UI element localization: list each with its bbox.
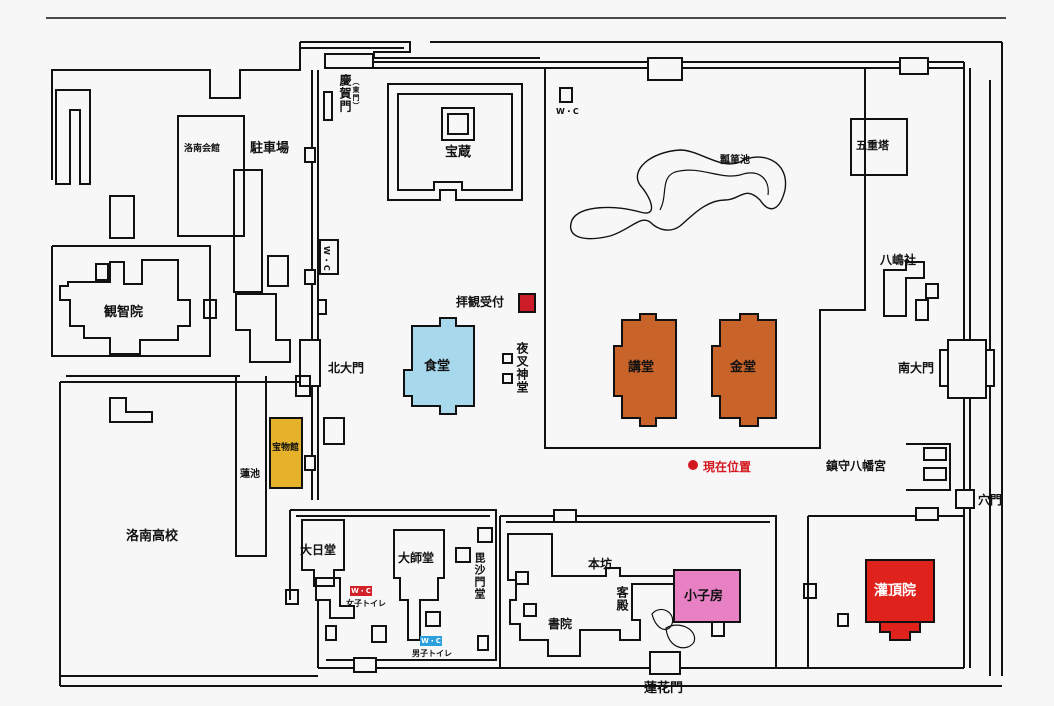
keigamon-label: 慶賀門: [338, 74, 352, 113]
ne-gate-box: [899, 57, 929, 75]
hasuike-label: 蓮池: [240, 469, 260, 480]
rakunan-kaikan-label: 洛南会館: [184, 144, 221, 154]
homotsukan-label: 宝物館: [272, 443, 300, 453]
reception-building: [518, 293, 536, 313]
women-toilet-label: 女子トイレ: [346, 599, 386, 608]
wc-top-label: W・C: [556, 107, 579, 116]
kyakuden-label: 客殿: [615, 586, 629, 612]
keigamon-sub-label: （東門）: [352, 78, 360, 110]
hyotanike-label: 瓢箪池: [720, 155, 750, 166]
honbo-complex: [507, 533, 677, 657]
north-gate-box: [647, 57, 683, 81]
kondo-building: [711, 313, 777, 427]
wc-left-label: W・C: [322, 246, 331, 272]
dainichido-building: [301, 519, 345, 587]
gojunoto-label: 五重塔: [856, 139, 889, 152]
nandaimon-gate: [947, 339, 987, 399]
bishamondo-building: [477, 527, 493, 543]
hyotanike-pond: [569, 149, 787, 240]
nandaimon-label: 南大門: [898, 361, 935, 375]
jikido-building: [403, 317, 475, 415]
wc-men-tag: W・C: [420, 636, 442, 646]
rakunan-kaikan-buildings: [55, 89, 291, 363]
anamon-gate: [955, 489, 975, 509]
current-position-label: 現在位置: [703, 460, 752, 474]
men-toilet-label: 男子トイレ: [412, 649, 452, 658]
yashajindo-label: 夜叉神堂: [515, 342, 529, 394]
current-position-dot: [688, 460, 698, 470]
shoin-label: 書院: [548, 617, 573, 631]
hachimansha-label: 八嶋社: [880, 253, 917, 267]
kosobo-label: 小子房: [684, 589, 724, 604]
keigamon-box: [324, 53, 374, 69]
houzou-building: [387, 83, 523, 201]
rakunan-koko-label: 洛南高校: [126, 529, 179, 544]
kosobo-building: [673, 569, 741, 623]
haikan-uketsuke-label: 拝観受付: [456, 295, 505, 309]
main-compound: [544, 68, 866, 449]
kanjoin-label: 灌頂院: [874, 583, 916, 599]
kanjoin-building: [803, 559, 935, 641]
dainichido-label: 大日堂: [300, 543, 337, 557]
daishido-building: [393, 529, 445, 641]
west-corridor: [299, 70, 339, 500]
kanchiin-label: 観智院: [104, 305, 144, 320]
wc-women-tag: W・C: [350, 586, 372, 596]
anamon-label: 穴門: [978, 493, 1003, 507]
kitadaimon-label: 北大門: [328, 361, 365, 375]
kodo-label: 講堂: [628, 360, 655, 375]
chinju-hachimangu-label: 鎮守八幡宮: [826, 459, 887, 473]
wc-top-box: [559, 87, 573, 103]
houzou-label: 宝蔵: [445, 145, 472, 160]
gojunoto-building: [850, 118, 908, 176]
hachimansha-shrine: [883, 261, 939, 321]
bishamondo-label: 毘沙門堂: [473, 552, 486, 600]
homotsukan-building: [269, 417, 303, 489]
chushajo-label: 駐車場: [250, 141, 290, 156]
south-compounds: [289, 507, 964, 675]
honbo-label: 本坊: [588, 557, 613, 571]
kondo-label: 金堂: [730, 360, 757, 375]
kanchiin-compound: [51, 245, 211, 357]
chinju-hachimangu-shrine: [906, 443, 951, 491]
daishido-label: 大師堂: [398, 551, 435, 565]
rengemon-label: 蓮花門: [644, 681, 684, 696]
jikido-label: 食堂: [424, 359, 451, 374]
kodo-building: [613, 313, 677, 427]
